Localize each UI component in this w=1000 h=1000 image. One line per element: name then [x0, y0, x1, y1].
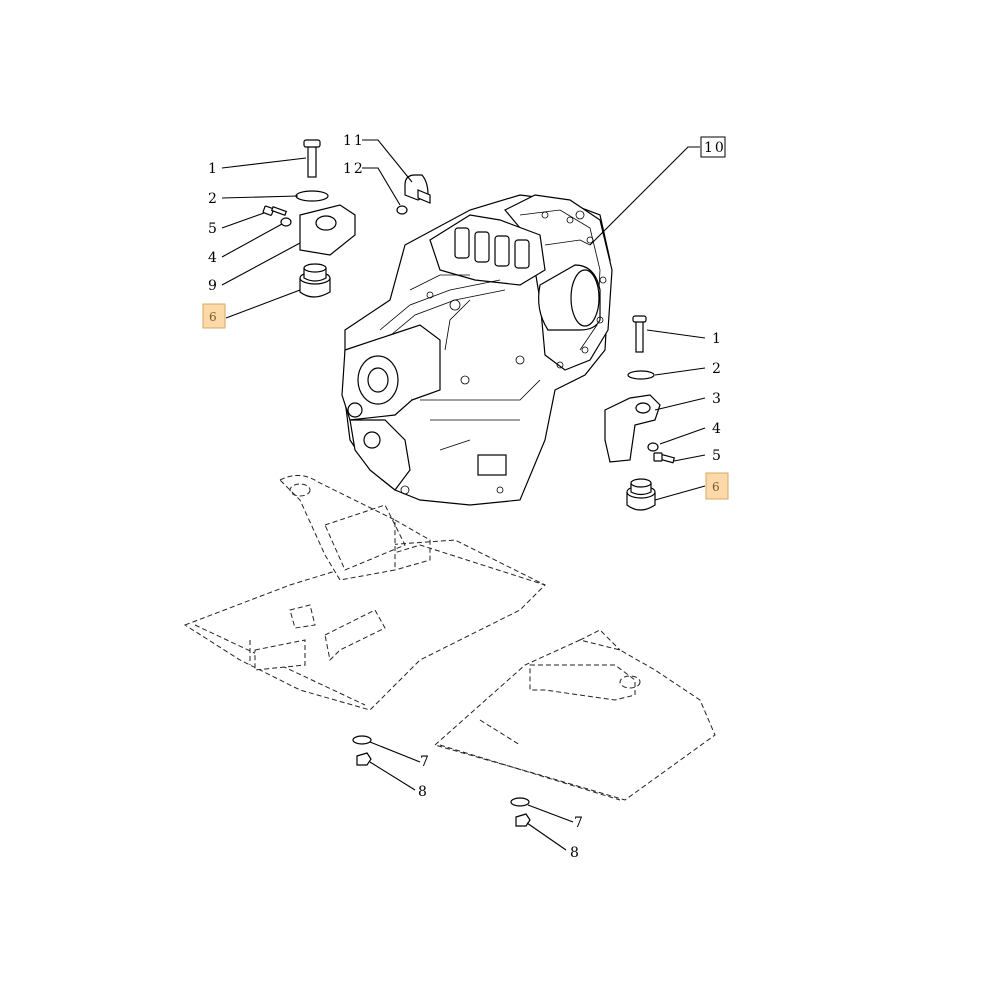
- callout-right-1: 1: [712, 331, 723, 347]
- mount-part-6-left: [299, 263, 331, 298]
- bracket-part-9-left: [299, 204, 356, 256]
- callout-top-10: 10: [704, 140, 726, 156]
- callout-right-4: 4: [712, 421, 723, 437]
- highlight-box-right-6: [705, 472, 729, 500]
- nut-part-8-bottom-left: [356, 752, 372, 766]
- lockwasher-part-4-right: [647, 442, 659, 452]
- bolt-part-5-left: [262, 205, 288, 217]
- callout-top-11: 11: [343, 133, 365, 149]
- callout-top-12: 12: [343, 161, 365, 177]
- callout-bottom-right-7: 7: [574, 815, 585, 831]
- washer-part-2-right: [627, 370, 655, 380]
- washer-part-12: [396, 205, 408, 215]
- callout-left-2: 2: [208, 191, 219, 207]
- callout-left-4: 4: [208, 250, 219, 266]
- bolt-part-1-right: [632, 315, 647, 353]
- callout-labels: 1 2 5 4 9 6 11 12 10 1 2 3 4 5 6 7 8 7 8: [202, 133, 729, 861]
- leader-lines: [221, 139, 706, 851]
- washer-part-7-bottom-left: [352, 735, 372, 745]
- callout-right-3: 3: [712, 391, 723, 407]
- chassis-frame-left: [183, 475, 546, 711]
- lockwasher-part-4-left: [280, 217, 292, 227]
- mount-part-6-right: [626, 478, 656, 511]
- callout-left-5: 5: [208, 221, 219, 237]
- callout-right-2: 2: [712, 361, 723, 377]
- callout-right-6: 6: [712, 480, 720, 494]
- callout-left-9: 9: [208, 278, 219, 294]
- callout-box-top-10: [700, 136, 726, 158]
- bracket-part-3-right: [604, 394, 661, 463]
- washer-part-2-left: [295, 190, 329, 202]
- clip-part-11: [404, 174, 431, 204]
- bolt-part-5-right: [653, 452, 676, 464]
- callout-bottom-right-8: 8: [570, 845, 581, 861]
- bolt-part-1-left: [303, 139, 321, 178]
- highlight-box-left-6: [202, 303, 226, 329]
- callout-bottom-left-8: 8: [418, 784, 429, 800]
- chassis-frame-right: [433, 629, 716, 801]
- callout-right-5: 5: [712, 448, 723, 464]
- transmission-assembly: [341, 194, 613, 506]
- callout-left-6: 6: [209, 310, 217, 324]
- callout-bottom-left-7: 7: [420, 754, 431, 770]
- washer-part-7-bottom-right: [510, 797, 530, 807]
- callout-left-1: 1: [208, 161, 219, 177]
- nut-part-8-bottom-right: [515, 813, 531, 827]
